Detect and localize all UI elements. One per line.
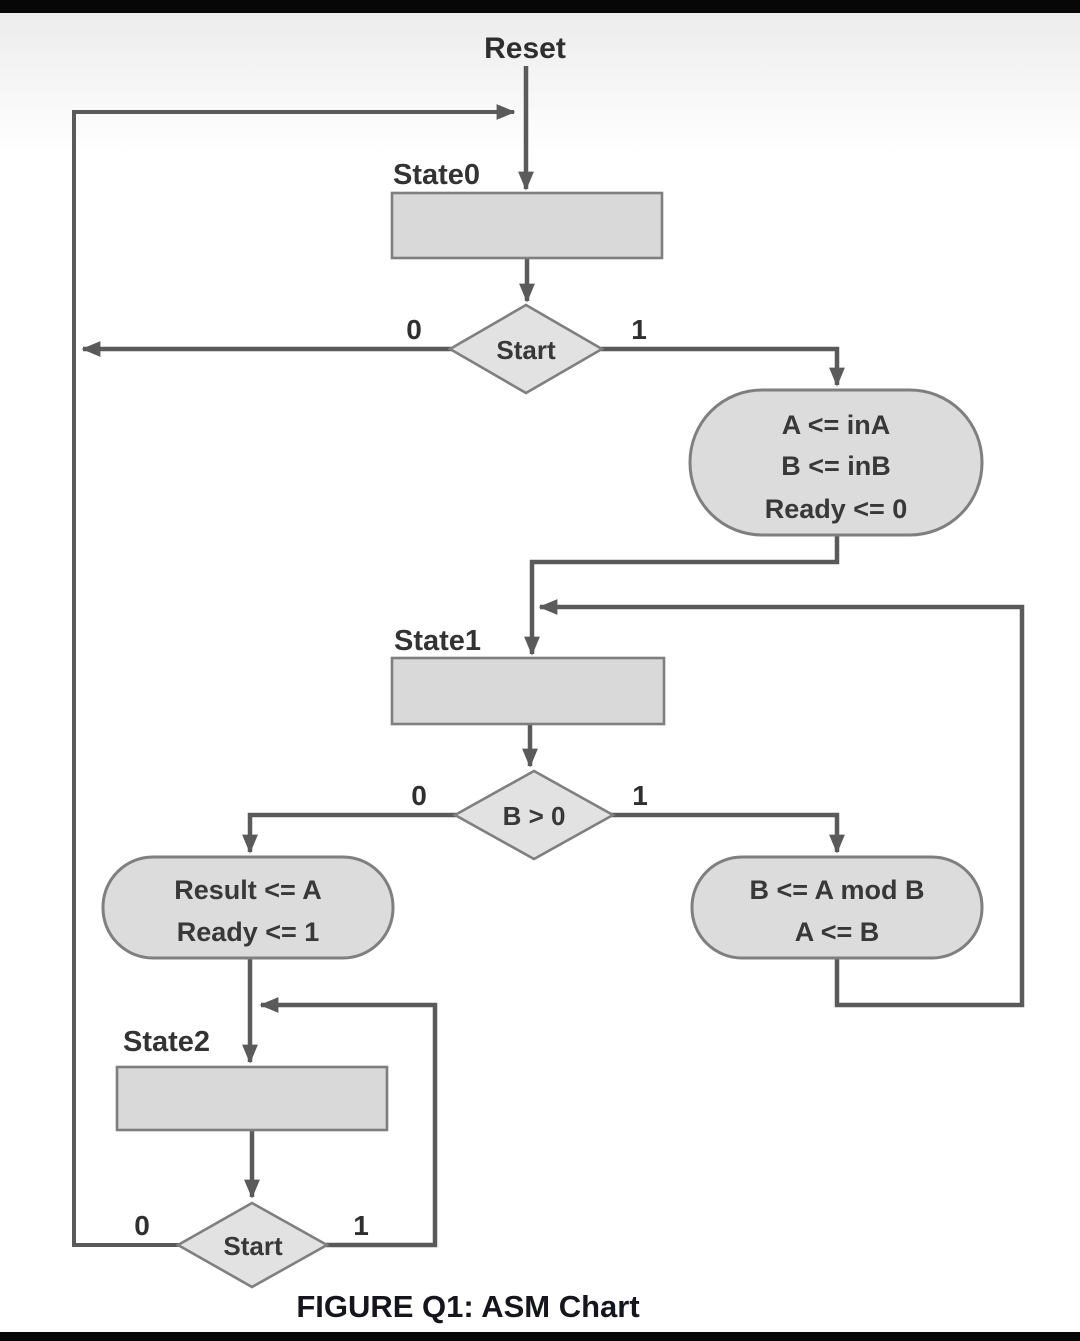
action-load-line3: Ready <= 0 xyxy=(765,494,908,524)
decision-start-bottom xyxy=(175,1201,330,1289)
decision-start-top-branch-1: 1 xyxy=(631,314,647,345)
connector-return-to-state0 xyxy=(72,104,516,1247)
action-modulo-box xyxy=(690,855,984,960)
connector-modulo-loopback xyxy=(538,599,1025,1008)
state1-label: State1 xyxy=(394,625,481,657)
connector-bgt0-true-branch xyxy=(611,812,845,854)
action-load-line2: B <= inB xyxy=(781,451,891,481)
decision-b-gt-0-branch-1: 1 xyxy=(632,780,648,811)
state2-label: State2 xyxy=(123,1026,210,1058)
decision-start-bottom-branch-1: 1 xyxy=(353,1210,369,1241)
bottom-frame-bar xyxy=(0,1332,1080,1341)
reset-label: Reset xyxy=(484,32,566,65)
state0-label: State0 xyxy=(393,159,480,191)
decision-start-top xyxy=(447,303,605,395)
action-modulo-line1: B <= A mod B xyxy=(749,875,924,905)
connector-start2-true-loopback xyxy=(259,997,438,1248)
action-load-box xyxy=(688,388,984,537)
decision-start-top-text: Start xyxy=(496,335,556,365)
action-modulo-line2: A <= B xyxy=(795,917,880,947)
decision-start-bottom-text: Start xyxy=(223,1231,283,1261)
action-result-line2: Ready <= 1 xyxy=(177,917,320,947)
action-result-box xyxy=(101,855,395,960)
connector-load-to-state1 xyxy=(524,535,840,656)
connector-bgt0-false-branch xyxy=(242,812,457,854)
action-result-line1: Result <= A xyxy=(174,875,322,905)
state0-box xyxy=(390,191,664,260)
decision-b-gt-0-text: B > 0 xyxy=(503,801,566,831)
decision-b-gt-0-branch-0: 0 xyxy=(411,780,427,811)
state1-box xyxy=(390,656,666,726)
connector-start0-true-branch xyxy=(601,346,845,387)
decision-start-bottom-branch-0: 0 xyxy=(134,1210,150,1241)
action-load-line1: A <= inA xyxy=(782,410,891,440)
decision-b-gt-0 xyxy=(452,769,616,861)
state2-box xyxy=(115,1065,389,1132)
decision-start-top-branch-0: 0 xyxy=(406,314,422,345)
top-frame-bar xyxy=(0,0,1080,13)
page-background-gradient xyxy=(0,13,1080,153)
figure-caption: FIGURE Q1: ASM Chart xyxy=(296,1289,639,1324)
